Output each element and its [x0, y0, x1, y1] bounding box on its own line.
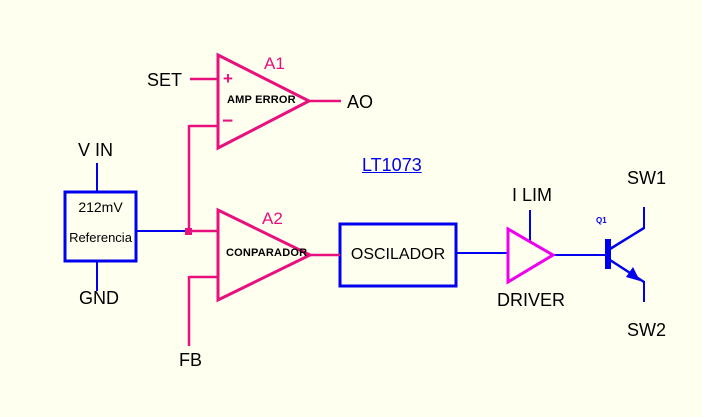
emitter-arrow-icon: [626, 267, 640, 281]
oscillator-label: OSCILADOR: [350, 246, 446, 263]
a1-name-label: A1: [264, 54, 285, 73]
fb-label: FB: [179, 350, 203, 370]
a1-minus-sign: −: [222, 111, 234, 132]
ao-label: AO: [347, 92, 374, 112]
reference-name-label: Referencia: [69, 230, 132, 245]
sw2-label: SW2: [627, 320, 667, 340]
driver-label: DRIVER: [497, 290, 566, 310]
transistor-collector-diagonal: [609, 226, 645, 251]
reference-voltage-label: 212mV: [78, 199, 123, 215]
error-amp-label: AMP ERROR: [227, 94, 296, 106]
error-amp-triangle: [216, 52, 313, 151]
chip-name-label: LT1073: [362, 155, 422, 175]
q1-label: Q1: [596, 216, 607, 225]
sw1-label: SW1: [627, 168, 667, 188]
comparator-triangle: [216, 207, 314, 303]
transistor-emitter-diagonal: [609, 258, 645, 284]
reference-box: [63, 190, 138, 263]
vin-label: V IN: [78, 140, 114, 160]
comparator-label: CONPARADOR: [226, 247, 308, 259]
transistor-base-bar: [605, 239, 611, 269]
gnd-label: GND: [79, 288, 119, 308]
driver-triangle: [506, 226, 556, 285]
a2-name-label: A2: [262, 209, 283, 228]
ilim-label: I LIM: [512, 185, 553, 205]
set-label: SET: [147, 70, 183, 90]
a1-plus-sign: +: [223, 69, 233, 88]
